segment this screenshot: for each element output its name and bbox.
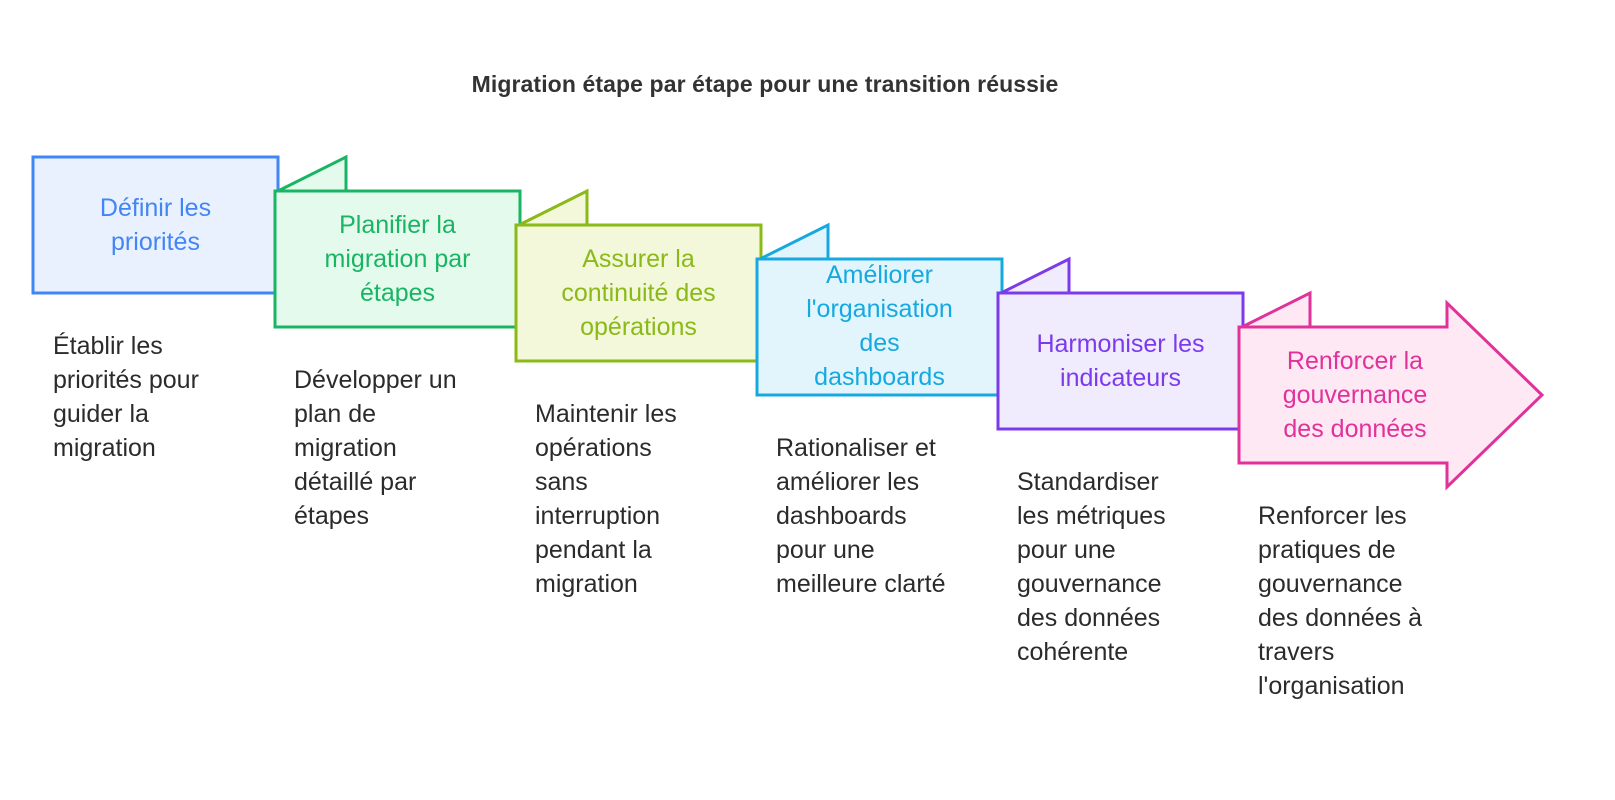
step-6-body-arrow (1237, 299, 1545, 491)
step-1-body (31, 155, 280, 295)
step-2-description: Développer un plan de migration détaillé… (294, 366, 457, 530)
step-6-description: Renforcer les pratiques de gouvernance d… (1258, 502, 1423, 700)
step-6-arrow-shape (1237, 290, 1545, 491)
step-5-description: Standardiser les métriques pour une gouv… (1017, 468, 1166, 666)
step-1-description: Établir les priorités pour guider la mig… (53, 332, 199, 462)
step-5-banner-shape (996, 256, 1245, 431)
step-3-body (514, 223, 763, 363)
step-2-banner-shape (273, 154, 522, 329)
step-5-body (996, 291, 1245, 431)
step-4-body (755, 257, 1004, 397)
step-4-description: Rationaliser et améliorer les dashboards… (776, 434, 946, 598)
step-3-description: Maintenir les opérations sans interrupti… (535, 400, 677, 598)
step-2-body (273, 189, 522, 329)
page-title: Migration étape par étape pour une trans… (471, 71, 1059, 97)
